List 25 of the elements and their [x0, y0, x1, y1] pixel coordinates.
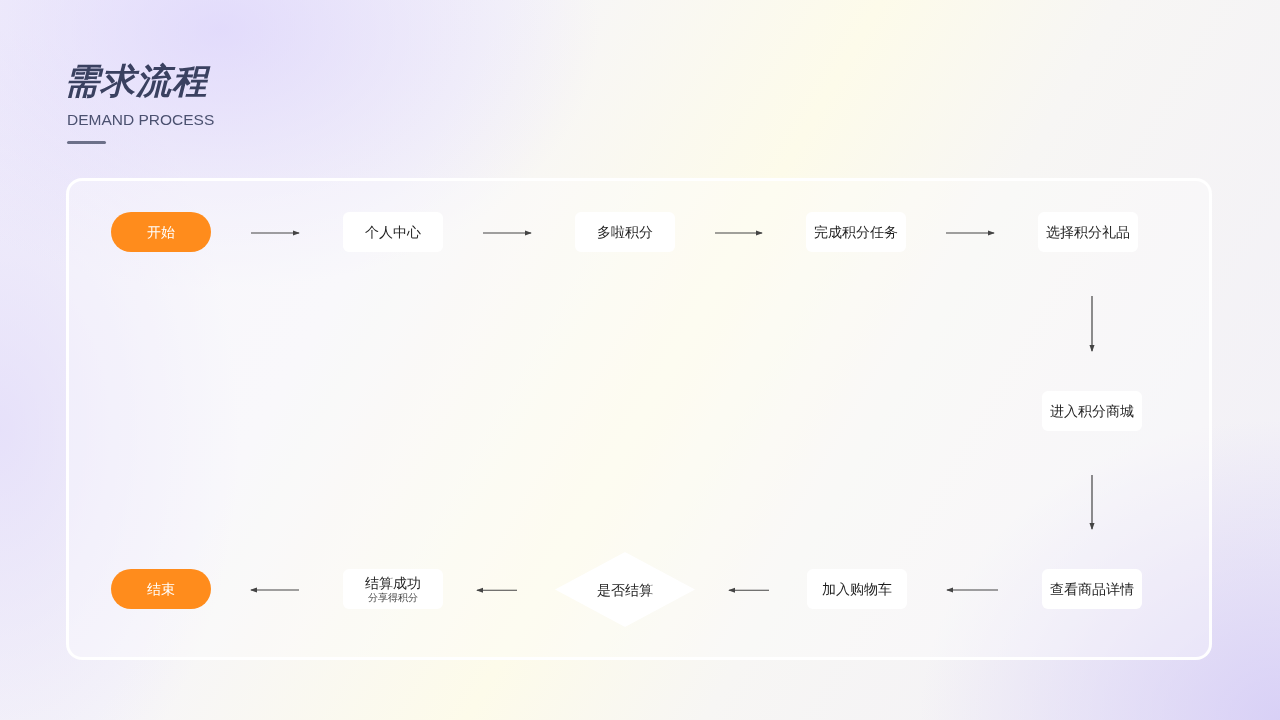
terminal-pill — [111, 212, 211, 252]
step-text: 选择积分礼品 — [1046, 223, 1130, 241]
arrow — [250, 230, 300, 236]
arrow — [714, 230, 763, 236]
arrow — [1089, 295, 1095, 352]
arrow — [250, 587, 300, 593]
arrow — [1089, 474, 1095, 530]
step-text: 开始 — [147, 223, 175, 241]
step-text: 完成积分任务 — [814, 223, 898, 241]
arrow — [476, 587, 518, 593]
arrow — [482, 230, 532, 236]
step-text: 是否结算 — [597, 580, 653, 599]
step-text: 查看商品详情 — [1050, 580, 1134, 598]
arrow — [728, 587, 770, 593]
step-text: 结算成功 — [365, 574, 421, 592]
step-text: 多啦积分 — [597, 223, 653, 241]
arrow — [946, 587, 999, 593]
step-note: 分享得积分 — [368, 592, 418, 604]
step-text: 加入购物车 — [822, 580, 892, 598]
step-text: 结束 — [147, 580, 175, 598]
step-text: 个人中心 — [365, 223, 421, 241]
page-subtitle: DEMAND PROCESS — [67, 110, 215, 130]
arrow — [945, 230, 995, 236]
terminal-pill — [111, 569, 211, 609]
step-text: 进入积分商城 — [1050, 402, 1134, 420]
